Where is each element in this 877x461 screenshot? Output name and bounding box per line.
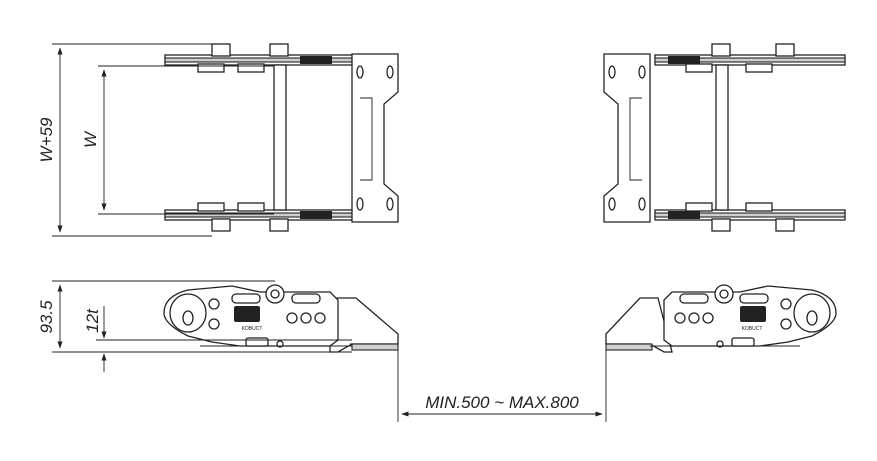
top-view-left <box>164 43 399 232</box>
height-label: 93.5 <box>37 300 56 334</box>
span-label: MIN.500 ~ MAX.800 <box>425 393 579 412</box>
width-label: W <box>81 130 100 148</box>
brand-mark-left: KOBUCT <box>242 326 263 332</box>
dimension-thickness: 12t <box>83 306 352 372</box>
thickness-label: 12t <box>83 308 102 333</box>
total-width-label: W+59 <box>37 117 56 162</box>
top-view-right <box>603 43 846 232</box>
side-view-right <box>605 284 837 353</box>
side-view-left <box>163 284 399 353</box>
brand-mark-right: KOBUCT <box>742 326 763 332</box>
dimension-span: MIN.500 ~ MAX.800 <box>397 350 607 422</box>
dimension-total-width: W+59 <box>37 43 212 237</box>
dimension-width: W <box>81 65 274 215</box>
